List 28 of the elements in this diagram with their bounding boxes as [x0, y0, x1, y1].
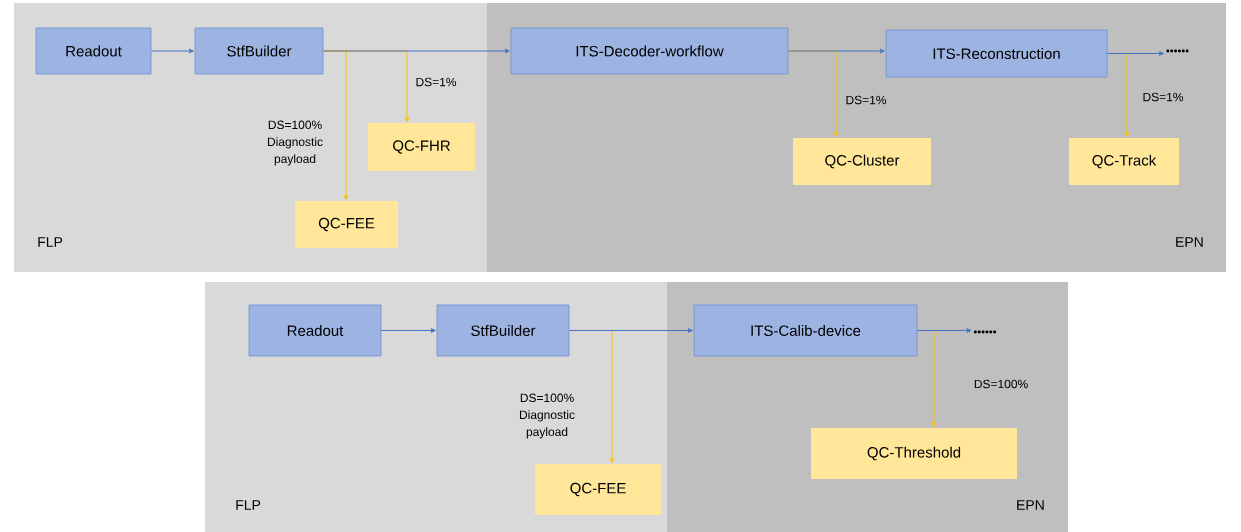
process-box: ITS-Decoder-workflow: [510, 27, 789, 75]
edge-label: DS=100% Diagnostic payload: [520, 393, 575, 439]
arrow: [322, 48, 510, 54]
edge-label: DS=1%: [1143, 92, 1184, 102]
edge-label: DS=100% Diagnostic payload: [268, 120, 323, 166]
process-box: ITS-Reconstruction: [885, 29, 1108, 78]
edge-label: DS=1%: [416, 77, 457, 87]
arrow: [568, 328, 693, 333]
edge-label: DS=1%: [846, 95, 887, 105]
qc-box: QC-Cluster: [793, 138, 931, 185]
qc-box: QC-FHR: [368, 123, 475, 171]
arrow: [150, 48, 194, 54]
qc-box: QC-FEE: [295, 201, 398, 248]
process-box: StfBuilder: [194, 27, 324, 75]
edge-label: DS=100%: [974, 379, 1028, 389]
process-box: ITS-Calib-device: [693, 304, 918, 357]
ellipsis-text: ••••••: [973, 330, 997, 334]
qc-box: QC-FEE: [535, 464, 661, 515]
qc-box: QC-Track: [1069, 138, 1179, 185]
arrow: [787, 48, 885, 54]
qc-box: QC-Threshold: [811, 428, 1017, 479]
arrow: [380, 328, 436, 333]
process-box: StfBuilder: [436, 304, 570, 357]
arrow: [1106, 51, 1164, 56]
process-box: Readout: [248, 304, 382, 357]
process-box: Readout: [35, 27, 152, 75]
ellipsis-text: ••••••: [1166, 49, 1189, 53]
arrow: [916, 328, 972, 333]
